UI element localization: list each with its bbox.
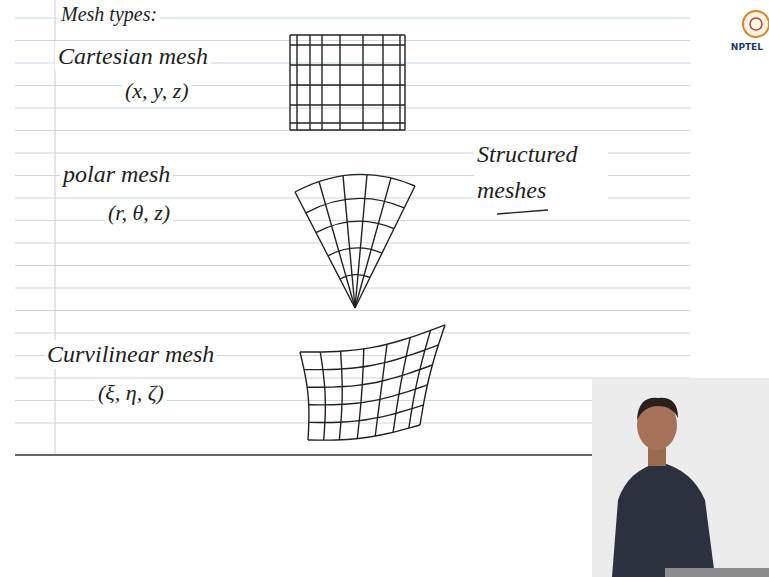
grid-line [309, 405, 423, 423]
ruled-line [15, 265, 690, 266]
grid-line [316, 221, 394, 232]
grid-line [375, 344, 387, 436]
coordinates: (x, y, z) [122, 78, 192, 104]
grid-line [357, 349, 364, 439]
ruled-line [15, 243, 690, 244]
presenter-shirt [612, 462, 715, 577]
grid-line [300, 352, 309, 440]
ruled-line [15, 378, 690, 379]
page-heading: Mesh types: [58, 2, 160, 26]
polar-grid [295, 174, 415, 308]
grid-line [382, 35, 383, 130]
grid-line [420, 325, 445, 425]
ruled-line [15, 423, 690, 424]
cartesian-grid [290, 35, 405, 130]
logo-ring [743, 11, 769, 37]
grid-line [309, 35, 310, 130]
coordinates: (r, θ, z) [105, 200, 173, 226]
grid-line [339, 35, 340, 130]
grid-line [306, 198, 404, 212]
mesh-name: Curvilinear mesh [44, 340, 217, 369]
video-background [592, 378, 769, 577]
grid-line [393, 338, 410, 433]
ruled-line [15, 85, 690, 86]
curvilinear-grid [300, 325, 445, 440]
grid-line [290, 122, 405, 123]
grid-line [295, 174, 415, 192]
grid-line [404, 35, 405, 130]
grid-line [321, 35, 322, 130]
grid-line [340, 275, 370, 279]
ruled-line [15, 310, 690, 311]
grid-line [290, 129, 405, 130]
grid-line [290, 84, 405, 85]
presenter-hair [637, 398, 678, 420]
ruled-line [15, 130, 690, 131]
presenter-video [592, 378, 769, 577]
grid-line [362, 35, 363, 130]
underline [497, 210, 548, 214]
logo-text: NPTEL [728, 42, 766, 53]
grid-line [320, 352, 325, 440]
grid-line [343, 176, 355, 308]
grid-line [290, 64, 405, 65]
grid-line [328, 248, 382, 256]
grid-line [290, 104, 405, 105]
grid-line [399, 35, 400, 130]
coordinates: (ξ, η, ζ) [95, 380, 167, 406]
ruled-line [15, 333, 690, 334]
mesh-name: polar mesh [60, 160, 173, 189]
grid-line [290, 34, 405, 35]
grid-line [309, 385, 428, 405]
page-divider [15, 454, 592, 456]
grid-line [304, 345, 438, 370]
grid-line [307, 365, 432, 387]
grid-line [355, 178, 391, 308]
ruled-line [15, 108, 690, 109]
grid-line [308, 425, 420, 440]
mesh-name: Cartesian mesh [55, 42, 211, 71]
grid-line [289, 35, 290, 130]
grid-line [300, 325, 445, 352]
ruled-line [15, 40, 690, 41]
grid-line [290, 44, 405, 45]
annotation: Structured meshes [474, 136, 608, 208]
grid-line [296, 35, 297, 130]
logo-core [750, 18, 762, 30]
ruled-lines [15, 18, 690, 423]
nptel-logo [743, 11, 769, 37]
grid-line [355, 186, 415, 308]
desk [665, 568, 769, 577]
grid-line [409, 330, 431, 428]
grid-line [339, 351, 342, 440]
